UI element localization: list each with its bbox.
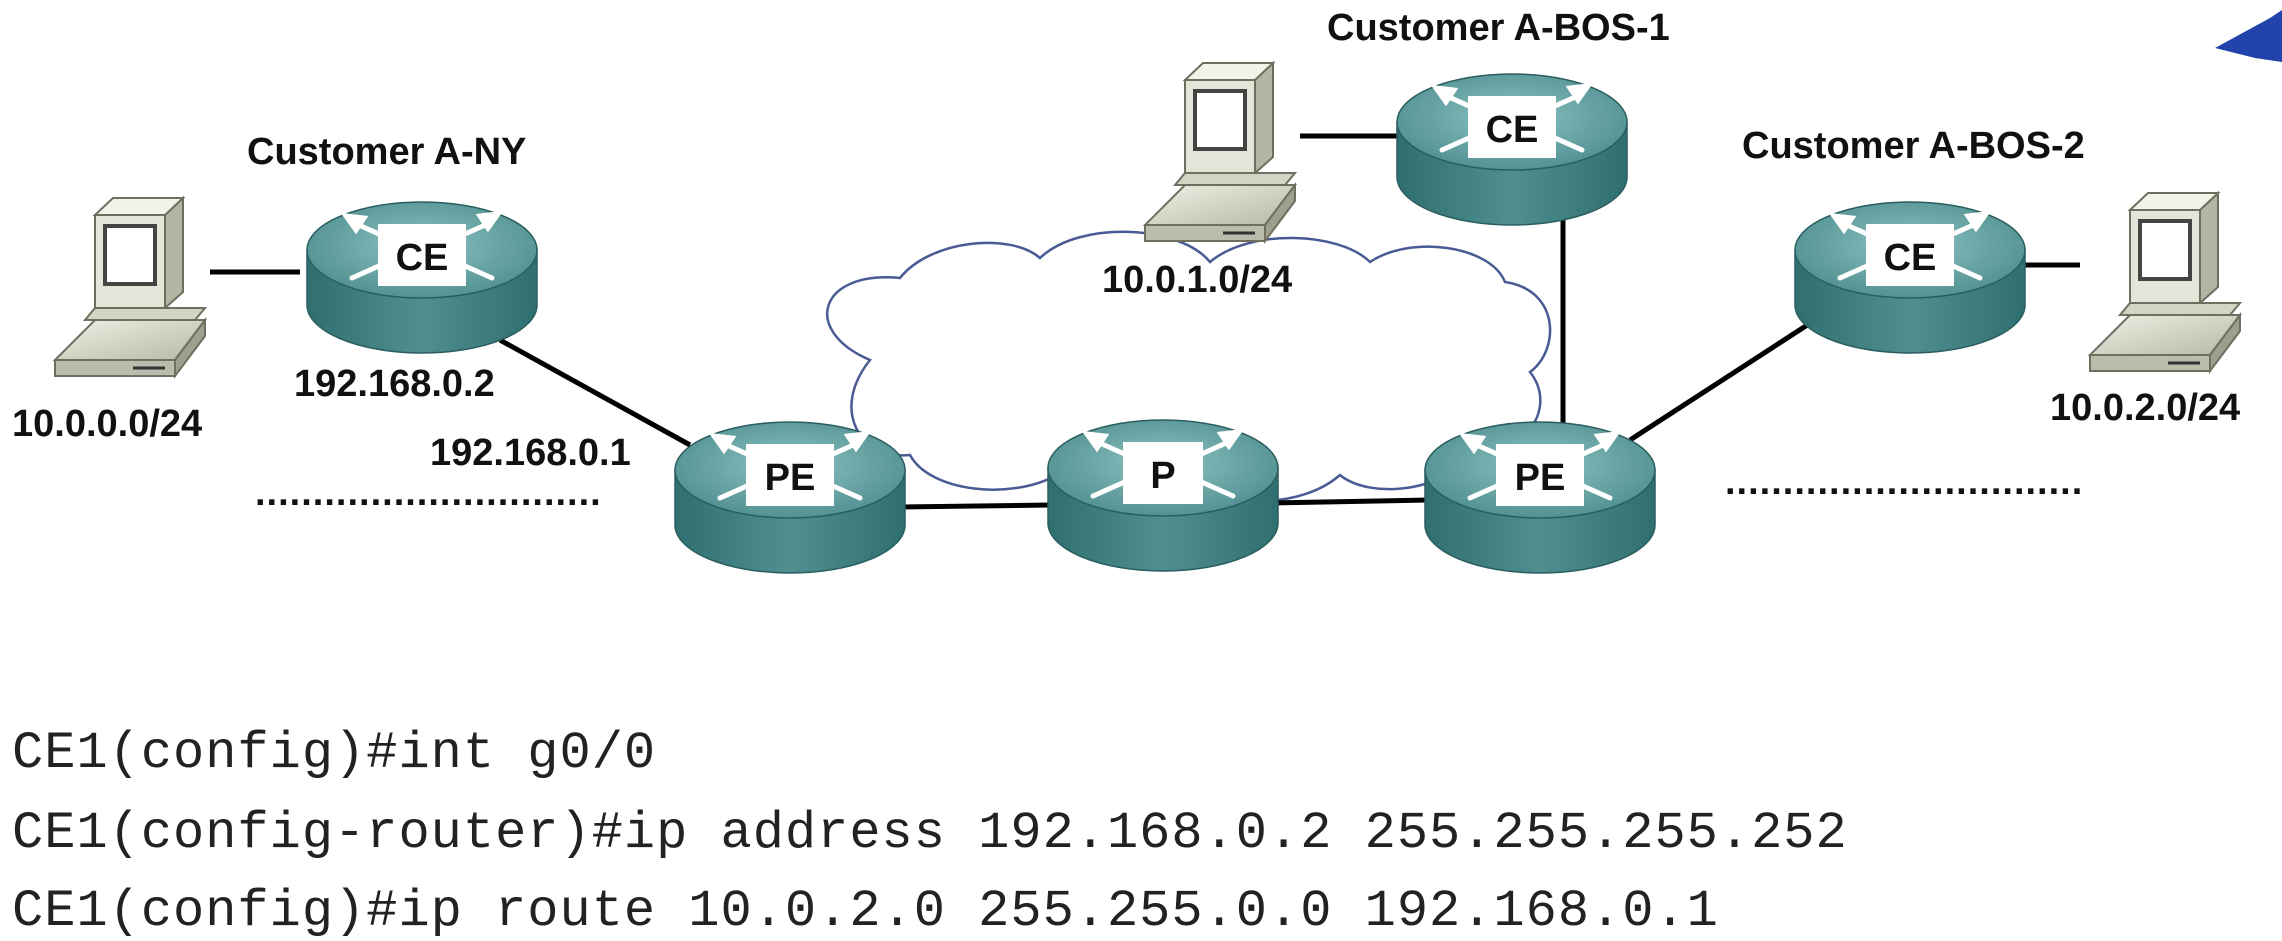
router-ce-ny-label: CE: [396, 237, 449, 279]
link-pe-p: [899, 502, 1051, 510]
link-ce-ny-pe: [498, 337, 692, 448]
site-bos2-title: Customer A-BOS-2: [1742, 125, 2085, 167]
router-ce-bos1-label: CE: [1486, 109, 1539, 151]
router-ce-bos1: CE: [1397, 74, 1627, 225]
router-ce-bos2-label: CE: [1884, 237, 1937, 279]
computer-bos2-icon: [2088, 191, 2242, 373]
dots-left: ..............................: [255, 472, 602, 514]
pe-ny-ip: 192.168.0.1: [430, 432, 631, 474]
computer-ny-icon: [53, 196, 207, 378]
router-p-label: P: [1150, 455, 1175, 497]
site-bos1-title: Customer A-BOS-1: [1327, 7, 1670, 49]
router-pe-right: PE: [1425, 422, 1655, 573]
cli-line-1: CE1(config)#int g0/0: [12, 724, 657, 783]
router-pe-right-label: PE: [1515, 457, 1566, 499]
lan-bos1: 10.0.1.0/24: [1102, 259, 1292, 301]
router-ce-bos2: CE: [1795, 202, 2025, 353]
cli-line-3: CE1(config)#ip route 10.0.2.0 255.255.0.…: [12, 882, 1719, 941]
router-ce-ny: CE: [307, 202, 537, 353]
site-ny-title: Customer A-NY: [247, 131, 526, 173]
links: [210, 133, 2080, 510]
computer-bos1-icon: [1143, 61, 1297, 243]
lan-bos2: 10.0.2.0/24: [2050, 387, 2240, 429]
router-p: P: [1048, 420, 1278, 571]
link-pe-ce-bos2: [1628, 317, 1817, 443]
dots-right: ...............................: [1725, 461, 2083, 503]
ce-ny-ip: 192.168.0.2: [294, 363, 495, 405]
lan-ny: 10.0.0.0/24: [12, 403, 202, 445]
cli-line-2: CE1(config-router)#ip address 192.168.0.…: [12, 804, 1848, 863]
router-pe-left: PE: [675, 422, 905, 573]
link-p-pe: [1269, 497, 1429, 506]
router-pe-left-label: PE: [765, 457, 816, 499]
logo-icon: [2215, 10, 2282, 62]
